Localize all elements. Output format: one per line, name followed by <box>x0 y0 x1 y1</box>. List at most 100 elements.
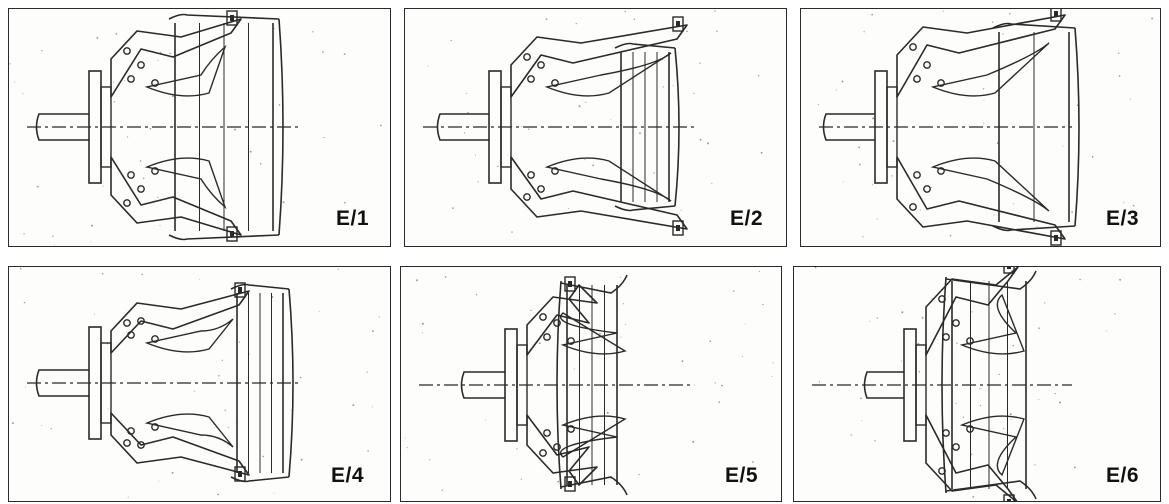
paper-speck <box>860 397 862 400</box>
paper-speck <box>322 51 324 53</box>
paper-speck <box>1012 344 1015 347</box>
paper-speck <box>578 105 581 108</box>
paper-speck <box>262 455 265 458</box>
paper-speck <box>521 126 523 127</box>
paper-speck <box>744 323 746 325</box>
paper-speck <box>404 437 406 439</box>
paper-speck <box>477 181 479 183</box>
paper-speck <box>50 427 52 430</box>
claw-tip <box>564 476 576 492</box>
paper-speck <box>527 128 530 130</box>
paper-speck <box>931 297 933 299</box>
paper-speck <box>323 136 325 139</box>
paper-speck <box>516 448 518 450</box>
pivot-pin <box>151 335 159 343</box>
paper-speck <box>1012 203 1014 205</box>
clamp-drawing-e4 <box>11 267 380 498</box>
paper-speck <box>622 303 624 305</box>
pivot-pin <box>937 167 945 175</box>
paper-speck <box>653 172 655 174</box>
rim-flange <box>288 288 294 478</box>
paper-speck <box>759 271 761 273</box>
paper-speck <box>511 231 513 233</box>
paper-speck <box>520 478 522 480</box>
paper-speck <box>1091 156 1094 158</box>
pivot-pin <box>952 443 960 451</box>
paper-speck <box>557 480 559 483</box>
paper-speck <box>54 244 55 246</box>
paper-speck <box>625 324 627 325</box>
paper-speck <box>956 342 958 344</box>
clamp-link <box>144 157 227 210</box>
paper-speck <box>771 376 773 378</box>
paper-speck <box>869 320 871 322</box>
panel-label: E/3 <box>1106 207 1140 230</box>
paper-speck <box>567 208 570 210</box>
paper-speck <box>680 209 682 211</box>
pivot-pin <box>537 185 545 193</box>
paper-speck <box>733 290 735 292</box>
paper-speck <box>962 416 964 418</box>
paper-speck <box>273 28 275 30</box>
clamp-link <box>144 44 227 97</box>
paper-speck <box>127 496 129 498</box>
pivot-pin <box>942 429 950 437</box>
paper-speck <box>530 309 532 312</box>
clamp-arm <box>526 284 598 356</box>
pivot-pin <box>123 319 131 327</box>
paper-speck <box>876 218 878 220</box>
paper-speck <box>1118 75 1121 77</box>
paper-speck <box>115 32 118 35</box>
claw-tip <box>234 466 246 482</box>
clamp-arm <box>925 267 1019 356</box>
paper-speck <box>126 136 129 138</box>
paper-speck <box>101 272 104 275</box>
paper-speck <box>538 342 541 345</box>
clamp-arm <box>510 156 688 230</box>
paper-speck <box>157 196 159 199</box>
claw-tip <box>226 226 238 242</box>
paper-speck <box>624 10 626 13</box>
paper-speck <box>378 316 380 318</box>
paper-speck <box>876 317 878 319</box>
paper-speck <box>955 402 957 404</box>
panel-e1: E/1 <box>8 8 391 247</box>
paper-speck <box>620 276 622 278</box>
paper-speck <box>444 276 447 278</box>
panel-label: E/5 <box>725 464 759 487</box>
pivot-pin <box>966 425 974 433</box>
claw-pad <box>676 225 680 231</box>
paper-speck <box>858 163 861 166</box>
paper-speck <box>1036 226 1038 228</box>
paper-speck <box>1009 413 1012 416</box>
paper-speck <box>998 373 1000 376</box>
clamp-arm <box>896 14 1066 98</box>
pivot-pin <box>127 75 135 83</box>
panel-label: E/6 <box>1106 464 1140 487</box>
paper-speck <box>1071 211 1073 213</box>
paper-speck <box>475 294 478 296</box>
paper-speck <box>9 63 11 65</box>
claw-tip <box>234 282 246 298</box>
paper-speck <box>1002 33 1004 35</box>
pivot-pin <box>952 319 960 327</box>
pivot-pin <box>909 203 917 211</box>
clamp-link <box>959 293 1025 355</box>
pivot-pin <box>523 193 531 201</box>
paper-speck <box>41 49 43 52</box>
pivot-pin <box>123 199 131 207</box>
paper-speck <box>721 384 723 387</box>
paper-speck <box>463 132 466 134</box>
paper-speck <box>372 406 373 408</box>
paper-speck <box>892 140 895 143</box>
clamp-drawing-e5 <box>404 271 774 496</box>
paper-speck <box>11 422 14 425</box>
paper-speck <box>52 235 54 238</box>
paper-speck <box>23 233 25 235</box>
paper-speck <box>757 75 760 77</box>
paper-speck <box>900 360 902 362</box>
paper-speck <box>714 382 716 384</box>
drawing-e4 <box>11 267 380 498</box>
pivot-pin <box>539 313 547 321</box>
claw-tip <box>672 220 684 236</box>
